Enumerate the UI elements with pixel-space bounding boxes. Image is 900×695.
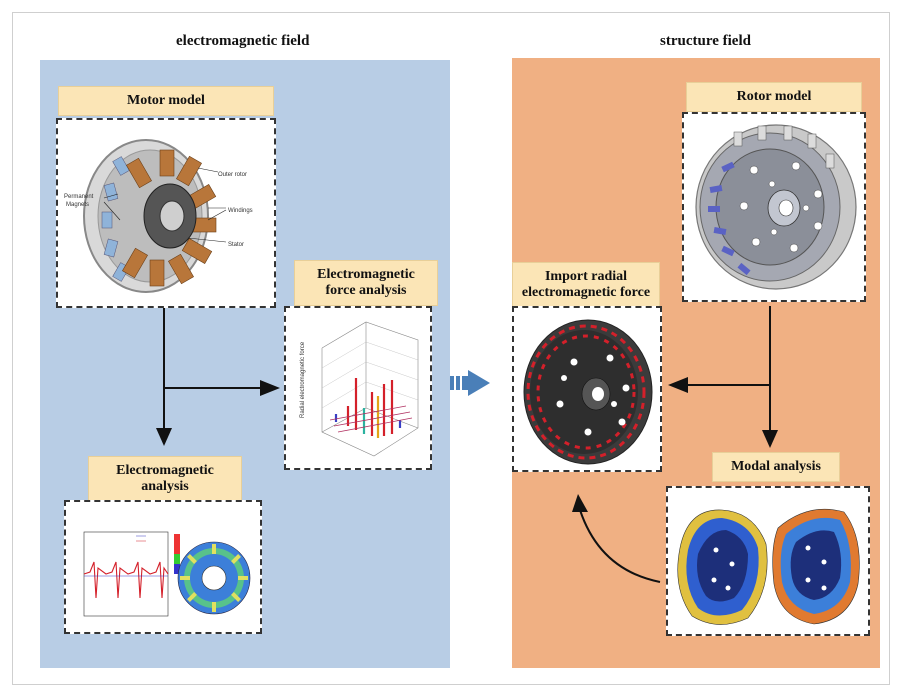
electromagnetic-field-title: electromagnetic field	[176, 33, 310, 49]
modal-analysis-label: Modal analysis	[712, 452, 840, 482]
outer-rotor-callout: Outer rotor	[218, 172, 247, 178]
em-analysis-label: Electromagnetic analysis	[88, 456, 242, 502]
rotor-model-label: Rotor model	[686, 82, 862, 112]
rotor-model-image	[682, 112, 866, 302]
em-force-analysis-label: Electromagnetic force analysis	[294, 260, 438, 306]
import-radial-force-label: Import radial electromagnetic force	[512, 262, 660, 308]
svg-text:Radial electromagnetic force: Radial electromagnetic force	[300, 341, 306, 418]
import-force-image	[512, 306, 662, 472]
motor-model-image: Outer rotor Permanent Magnets Windings S…	[56, 118, 276, 308]
motor-model-label: Motor model	[58, 86, 274, 116]
modal-analysis-image	[666, 486, 870, 636]
stator-callout: Stator	[228, 242, 244, 248]
magnets-callout: Magnets	[66, 202, 89, 208]
windings-callout: Windings	[228, 208, 253, 214]
em-analysis-image	[64, 500, 262, 634]
structure-field-title: structure field	[660, 33, 751, 49]
permanent-callout: Permanent	[64, 194, 94, 200]
em-force-3d-chart-image: Radial electromagnetic force	[284, 306, 432, 470]
